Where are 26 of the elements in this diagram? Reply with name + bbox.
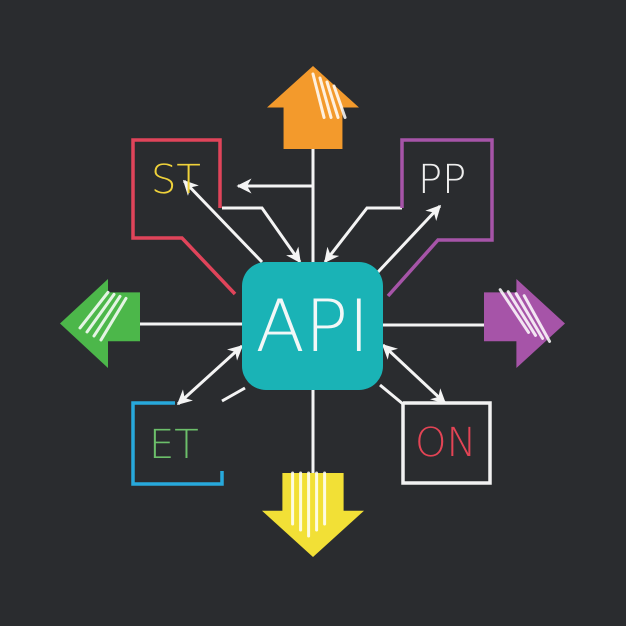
left-arrow-shape [60, 279, 140, 368]
callout-box [131, 138, 238, 297]
box-label: ON [415, 423, 476, 463]
arrow [324, 206, 402, 264]
connector-line [221, 386, 246, 402]
callout-box [386, 138, 494, 300]
down-arrow-shape [262, 473, 364, 557]
api-box [242, 262, 383, 390]
callout-box [131, 401, 224, 486]
connector-line [312, 390, 314, 474]
right-arrow-shape [484, 279, 565, 368]
arrow [222, 206, 302, 264]
box-label: ST [151, 160, 201, 200]
box-label: ET [149, 425, 199, 465]
connector-line [383, 324, 484, 326]
arrow [182, 180, 264, 264]
callout-box [401, 401, 492, 485]
arrow [176, 344, 244, 406]
up-arrow-shape [267, 66, 359, 149]
api-label: API [256, 290, 370, 362]
connector-line [379, 384, 404, 406]
arrow [236, 178, 314, 262]
arrow [376, 204, 442, 274]
box-label: PP [418, 160, 466, 200]
arrow [382, 344, 446, 404]
connector-line [140, 322, 242, 326]
